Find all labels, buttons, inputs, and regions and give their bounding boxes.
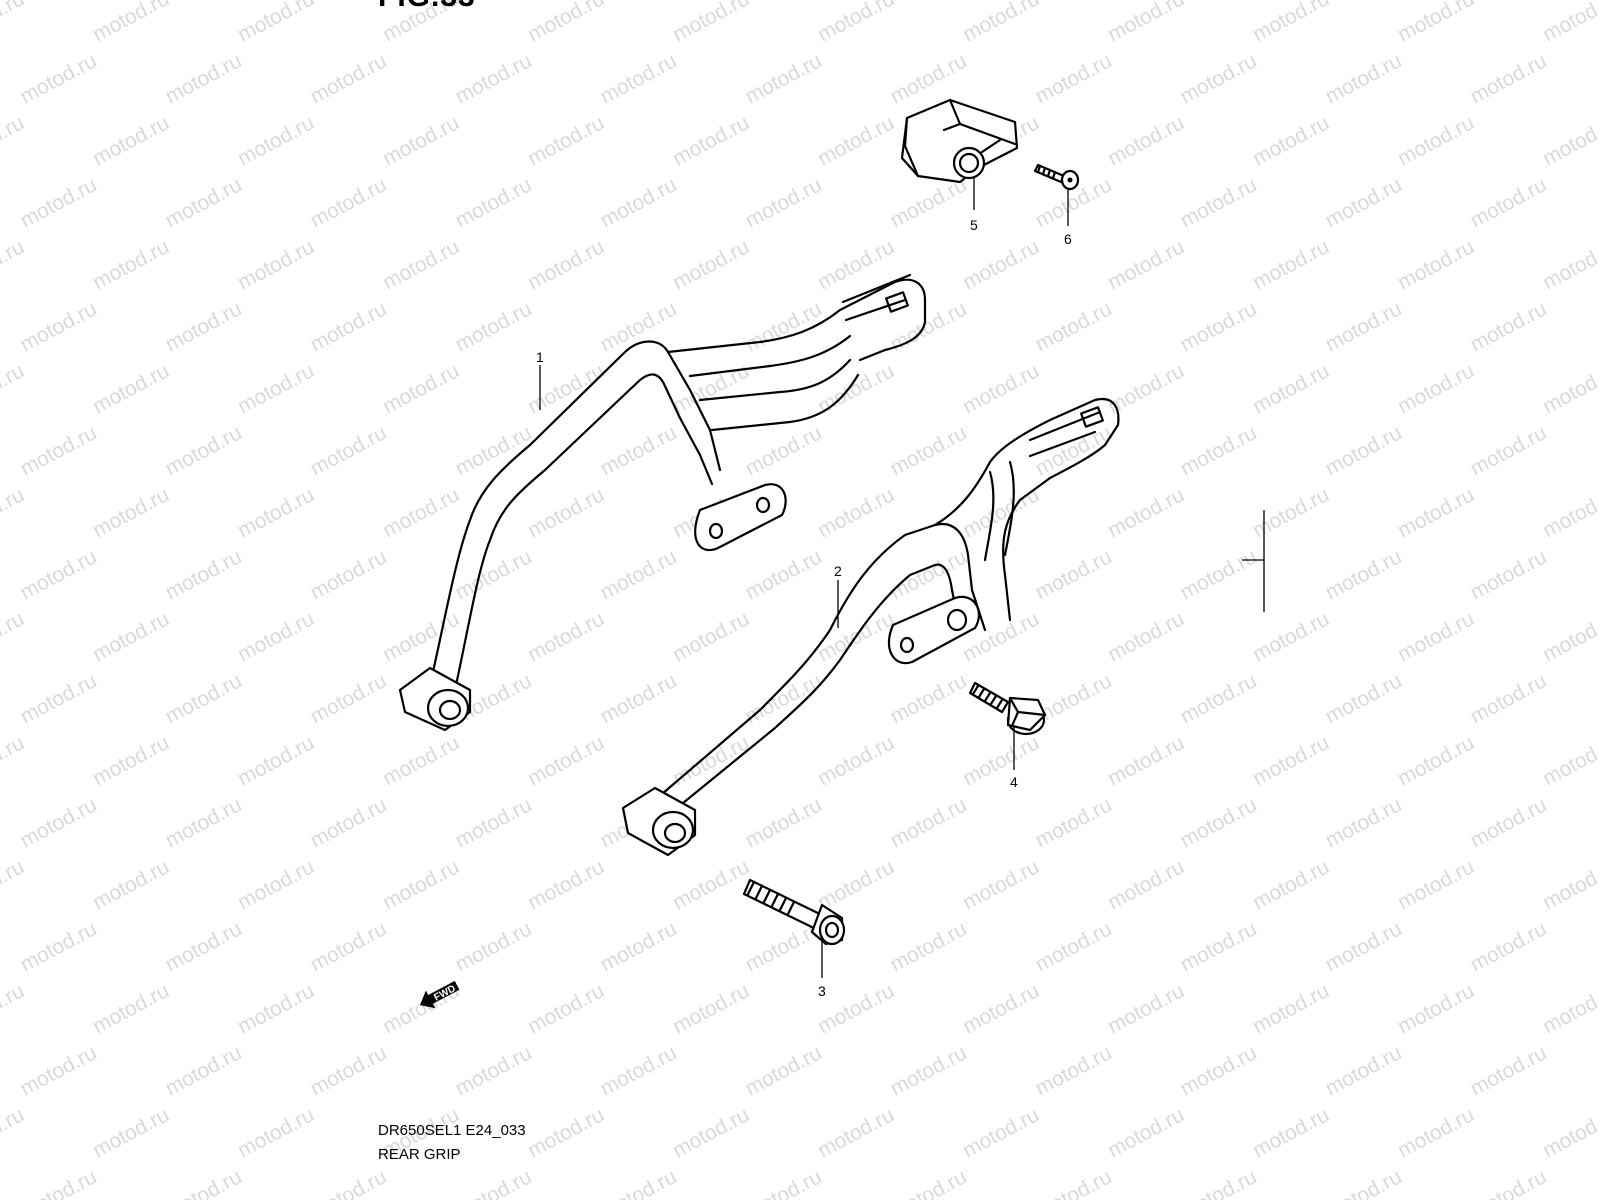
- rear-grip-left[interactable]: [398, 273, 927, 732]
- bolt-long[interactable]: [742, 878, 846, 946]
- rear-grip-right[interactable]: [621, 397, 1120, 857]
- callout-3: 3: [818, 983, 826, 999]
- model-code: DR650SEL1 E24_033: [378, 1122, 526, 1139]
- callout-2: 2: [834, 563, 842, 579]
- callout-1: 1: [536, 349, 544, 365]
- fwd-label: FWD: [432, 983, 457, 1003]
- callout-4: 4: [1010, 774, 1018, 790]
- callout-5: 5: [970, 217, 978, 233]
- fwd-arrow-icon: FWD: [420, 980, 460, 1009]
- bolt-flange[interactable]: [968, 681, 1047, 736]
- cushion-clamp[interactable]: [900, 98, 1019, 184]
- figure-title: FIG.33: [378, 0, 476, 14]
- callout-6: 6: [1064, 231, 1072, 247]
- screw-small[interactable]: [1033, 163, 1080, 191]
- section-name: REAR GRIP: [378, 1146, 461, 1163]
